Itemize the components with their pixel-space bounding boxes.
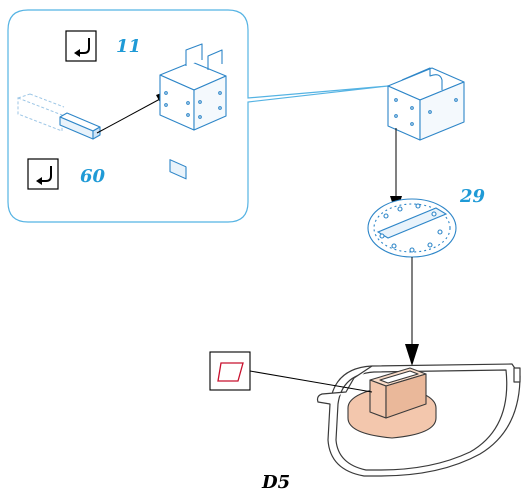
leader-glue-to-block	[249, 370, 373, 393]
detail-qty-bottom: 60	[80, 166, 106, 187]
return-arrow-icon	[77, 38, 90, 54]
wood-block	[347, 367, 437, 439]
detail-box-part	[159, 43, 227, 180]
main-box-part	[387, 67, 465, 141]
return-arrow-icon	[39, 166, 52, 182]
glue-badge	[209, 351, 251, 391]
step-code: D5	[261, 472, 290, 491]
strip-part	[59, 112, 101, 140]
glue-parallelogram-icon	[217, 362, 244, 382]
arrowhead	[405, 344, 419, 366]
detail-qty-top: 11	[116, 36, 141, 57]
main-qty: 29	[459, 186, 486, 207]
return-badge-bottom	[27, 158, 59, 190]
leader-strip-to-box	[96, 98, 161, 134]
disc-part	[367, 198, 457, 258]
return-badge-top	[65, 30, 97, 62]
strip-ghost-outline	[17, 93, 65, 132]
